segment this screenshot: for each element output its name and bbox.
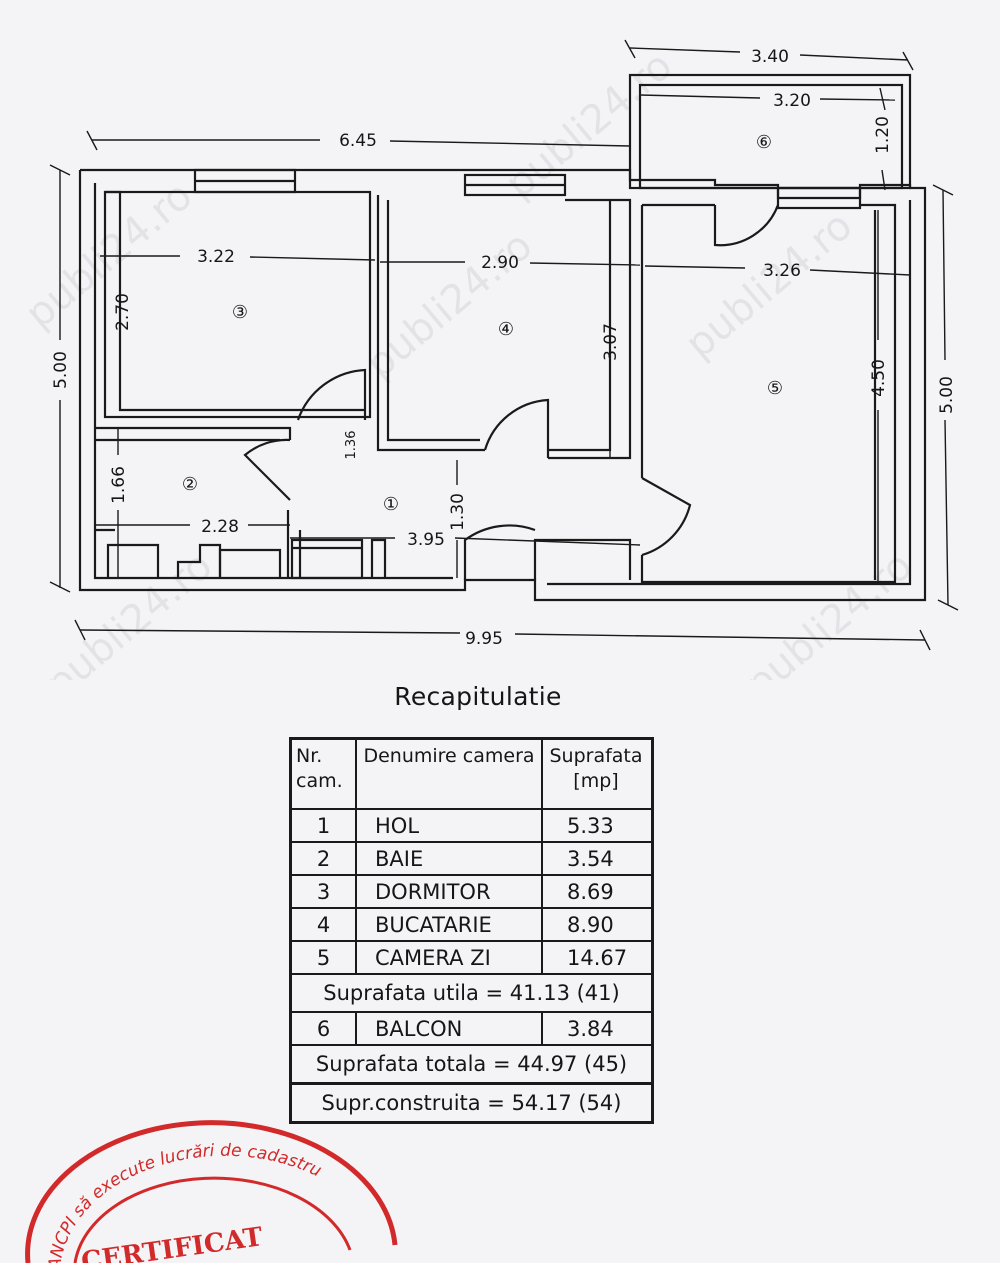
dim-total-width: 9.95 — [465, 629, 503, 649]
row-nr: 4 — [289, 907, 357, 942]
dim-left-width: 6.45 — [339, 131, 377, 151]
dim-balcony-depth: 1.20 — [873, 116, 893, 154]
door-swing — [296, 368, 367, 421]
dim-height-left: 5.00 — [51, 351, 71, 389]
header-name: Denumire camera — [355, 737, 543, 810]
dim-room5-width: 3.26 — [763, 261, 801, 281]
row-name: CAMERA ZI — [355, 940, 543, 975]
door-swing — [463, 524, 536, 580]
bath-fixture — [106, 543, 160, 578]
dim-balcony-inner: 3.20 — [773, 91, 811, 111]
row-nr: 3 — [289, 874, 357, 909]
certificate-stamp: ANCPI să execute lucrări de cadastru CER… — [25, 1120, 398, 1263]
room-number-3: ③ — [232, 302, 248, 323]
dim-room2-width: 2.28 — [201, 517, 239, 537]
table-row: 6 BALCON 3.84 — [289, 1011, 654, 1046]
room-3-outline — [103, 190, 372, 419]
util-area: Suprafata utila = 41.13 (41) — [289, 973, 654, 1013]
room-number-4: ④ — [498, 319, 514, 340]
dim-balcony-outer: 3.40 — [751, 47, 789, 67]
dim-room4-height: 3.07 — [601, 323, 621, 361]
door-swing — [641, 477, 692, 557]
row-area: 5.33 — [541, 808, 654, 843]
row-nr: 6 — [289, 1011, 357, 1046]
svg-text:publi24.ro: publi24.ro — [17, 173, 201, 338]
table-row: 1 HOL 5.33 — [289, 808, 654, 843]
recap-title: Recapitulatie — [394, 682, 562, 711]
dim-room4-width: 2.90 — [481, 253, 519, 273]
svg-text:publi24.ro: publi24.ro — [357, 223, 541, 388]
row-name: BALCON — [355, 1011, 543, 1046]
total-area-row: Suprafata totala = 44.97 (45) — [289, 1044, 654, 1085]
door-swing — [483, 398, 550, 458]
dim-room5-height: 4.50 — [869, 359, 889, 397]
room-number-1: ① — [383, 494, 399, 515]
row-nr: 1 — [289, 808, 357, 843]
stamp-label: CERTIFICAT — [79, 1222, 265, 1263]
row-area: 14.67 — [541, 940, 654, 975]
dim-hall-depth: 1.30 — [448, 493, 468, 531]
floor-plan: publi24.ro publi24.ro publi24.ro publi24… — [17, 39, 959, 680]
row-name: BUCATARIE — [355, 907, 543, 942]
room-number-5: ⑤ — [767, 378, 783, 399]
dim-hall-width: 3.95 — [407, 530, 445, 550]
row-name: BAIE — [355, 841, 543, 876]
dim-room3-width: 3.22 — [197, 247, 235, 267]
total-area: Suprafata totala = 44.97 (45) — [289, 1044, 654, 1085]
closet — [290, 538, 364, 580]
door-swing — [243, 438, 291, 501]
row-area: 3.84 — [541, 1011, 654, 1046]
door-swing — [713, 204, 780, 247]
built-area-row: Supr.construita = 54.17 (54) — [289, 1082, 654, 1124]
stamp-ring — [25, 1120, 398, 1263]
room-number-2: ② — [182, 474, 198, 495]
table-row: 5 CAMERA ZI 14.67 — [289, 940, 654, 975]
row-area: 8.69 — [541, 874, 654, 909]
svg-text:publi24.ro: publi24.ro — [677, 203, 861, 368]
bath-fixture — [218, 548, 282, 578]
table-row: 4 BUCATARIE 8.90 — [289, 907, 654, 942]
row-area: 3.54 — [541, 841, 654, 876]
table-header-row: Nr. cam. Denumire camera Suprafata [mp] — [289, 737, 654, 810]
dim-small: 1.36 — [344, 431, 359, 460]
room-2-outline — [95, 426, 292, 440]
recap-table: Nr. cam. Denumire camera Suprafata [mp] … — [289, 737, 654, 1124]
header-area: Suprafata [mp] — [541, 737, 654, 810]
dimension-lines — [49, 39, 959, 651]
row-name: HOL — [355, 808, 543, 843]
room-number-6: ⑥ — [756, 132, 772, 153]
built-area: Supr.construita = 54.17 (54) — [289, 1082, 654, 1124]
dim-room2-height: 1.66 — [109, 466, 129, 504]
svg-text:publi24.ro: publi24.ro — [737, 543, 921, 680]
balcony-inner — [638, 83, 904, 190]
dim-room3-height: 2.70 — [113, 293, 133, 331]
util-area-row: Suprafata utila = 41.13 (41) — [289, 973, 654, 1013]
dim-height-right: 5.00 — [937, 376, 957, 414]
room-4-outline — [376, 195, 485, 452]
window — [776, 186, 862, 210]
row-nr: 5 — [289, 940, 357, 975]
svg-text:publi24.ro: publi24.ro — [37, 543, 221, 680]
row-area: 8.90 — [541, 907, 654, 942]
inner-wall-outline — [547, 200, 912, 586]
svg-text:publi24.ro: publi24.ro — [497, 43, 681, 208]
row-nr: 2 — [289, 841, 357, 876]
table-row: 2 BAIE 3.54 — [289, 841, 654, 876]
header-nr: Nr. cam. — [289, 737, 357, 810]
table-row: 3 DORMITOR 8.69 — [289, 874, 654, 909]
row-name: DORMITOR — [355, 874, 543, 909]
